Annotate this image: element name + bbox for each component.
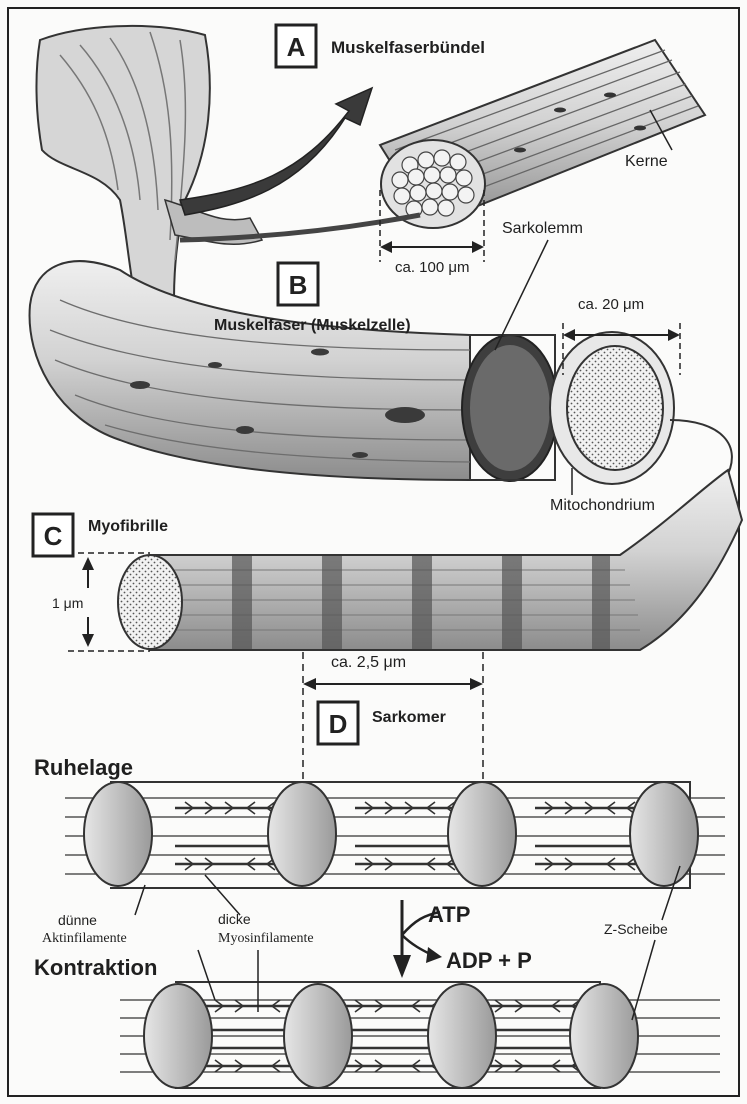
title-myofibril: Myofibrille: [88, 518, 168, 535]
title-fascicle: Muskelfaserbündel: [331, 38, 485, 57]
label-width-20: ca. 20 μm: [578, 296, 644, 313]
state-contraction: Kontraktion: [34, 955, 157, 980]
letter-b: B: [289, 270, 308, 300]
label-sarcolemma: Sarkolemm: [502, 220, 583, 237]
title-fiber: Muskelfaser (Muskelzelle): [214, 317, 411, 334]
label-adp: ADP + P: [446, 948, 532, 973]
label-z-disc: Z-Scheibe: [604, 921, 668, 937]
sarcomere-contracted: [120, 982, 720, 1088]
letter-c: C: [44, 521, 63, 551]
label-thin-2: Aktinfilamente: [42, 931, 127, 946]
label-atp: ATP: [428, 902, 470, 927]
sarcomere-rest: [65, 782, 725, 888]
label-thick-1: dicke: [218, 911, 251, 927]
title-sarcomere: Sarkomer: [372, 709, 446, 726]
label-mitochondrion: Mitochondrium: [550, 497, 655, 514]
letter-a: A: [287, 32, 306, 62]
label-diameter: 1 μm: [52, 595, 83, 611]
label-width-100: ca. 100 μm: [395, 259, 470, 276]
label-thick-2: Myosinfilamente: [218, 931, 314, 946]
letter-d: D: [329, 709, 348, 739]
label-sarcomere-length: ca. 2,5 μm: [331, 654, 406, 671]
muscle-fascicle: [380, 40, 705, 228]
state-rest: Ruhelage: [34, 755, 133, 780]
label-nuclei: Kerne: [625, 153, 668, 170]
label-thin-1: dünne: [58, 912, 97, 928]
